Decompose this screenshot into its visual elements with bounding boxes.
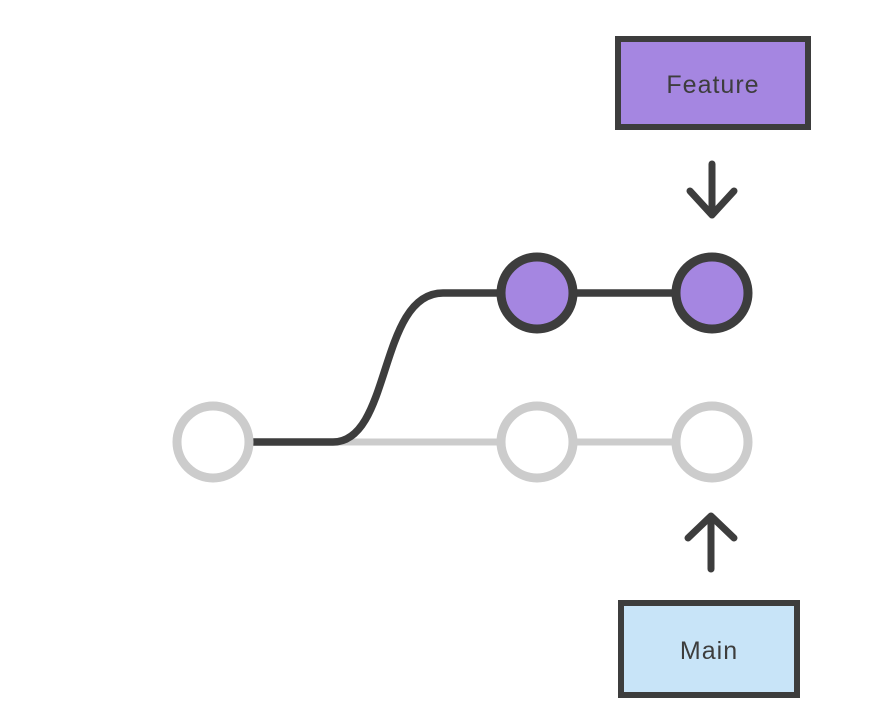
feature-branch-label: Feature bbox=[666, 71, 759, 99]
feature-branch-line bbox=[209, 289, 716, 446]
main-commit-node-1 bbox=[172, 401, 254, 483]
main-branch-label-box bbox=[618, 600, 800, 698]
feature-branch-label-box bbox=[615, 36, 811, 130]
main-commit-node-2 bbox=[496, 401, 578, 483]
arrow-up-icon bbox=[684, 512, 738, 573]
feature-commit-node-2 bbox=[671, 252, 753, 334]
main-commit-node-3 bbox=[671, 401, 753, 483]
arrow-down-icon bbox=[686, 160, 738, 219]
feature-commit-node-1 bbox=[496, 252, 578, 334]
main-branch-label: Main bbox=[680, 637, 738, 665]
